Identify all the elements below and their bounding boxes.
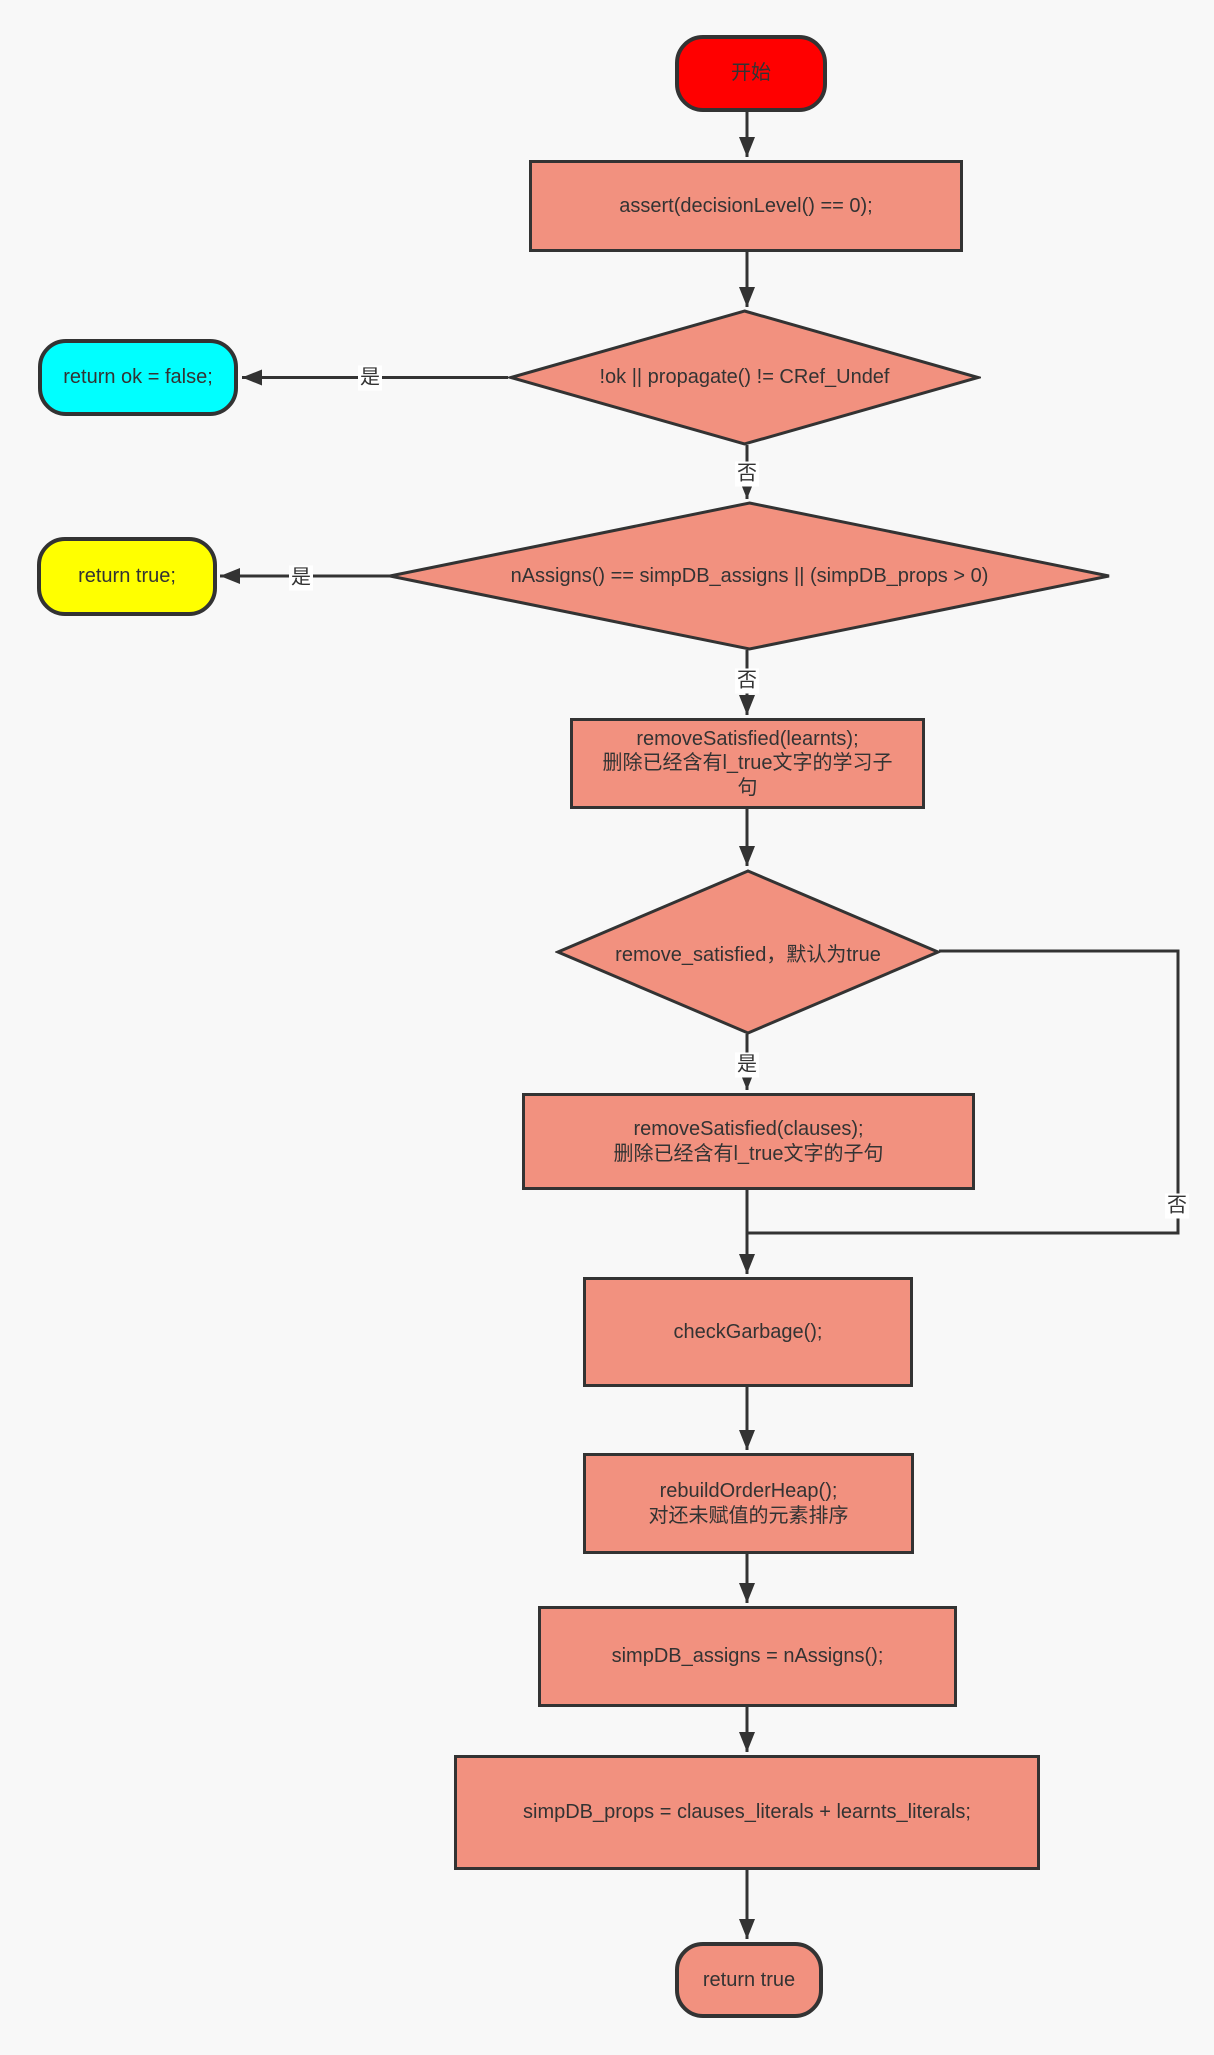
assert-decision-level-node: assert(decisionLevel() == 0); — [529, 160, 963, 252]
simpdb-props-node: simpDB_props = clauses_literals + learnt… — [454, 1755, 1040, 1870]
assert-decision-level-label: assert(decisionLevel() == 0); — [619, 194, 873, 217]
decision-propagate-label: !ok || propagate() != CRef_Undef — [599, 366, 890, 388]
start-label: 开始 — [731, 62, 771, 85]
decision-remove-satisfied-label: remove_satisfied，默认为true — [615, 943, 881, 966]
edge-label-propagate-yes: 是 — [358, 365, 382, 391]
edge-label-propagate-no: 否 — [735, 461, 759, 487]
remove-satisfied-learnts-node: removeSatisfied(learnts); 删除已经含有l_true文字… — [570, 718, 925, 809]
decision-nassigns-shape — [389, 501, 1110, 651]
return-true-early-label: return true; — [78, 565, 176, 588]
remove-satisfied-clauses-node: removeSatisfied(clauses); 删除已经含有l_true文字… — [522, 1093, 975, 1190]
simpdb-assigns-label: simpDB_assigns = nAssigns(); — [611, 1645, 884, 1668]
return-ok-false-node: return ok = false; — [38, 339, 238, 416]
simpdb-assigns-node: simpDB_assigns = nAssigns(); — [538, 1606, 957, 1707]
decision-nassigns-node: nAssigns() == simpDB_assigns || (simpDB_… — [387, 501, 1112, 651]
check-garbage-label: checkGarbage(); — [673, 1320, 823, 1343]
remove-satisfied-clauses-label: removeSatisfied(clauses); 删除已经含有l_true文字… — [613, 1118, 884, 1165]
decision-remove-satisfied-node: remove_satisfied，默认为true — [555, 869, 941, 1035]
edge-label-remove-satisfied-no: 否 — [1165, 1193, 1189, 1219]
simpdb-props-label: simpDB_props = clauses_literals + learnt… — [523, 1801, 971, 1824]
edge-label-remove-satisfied-yes: 是 — [735, 1052, 759, 1078]
edge-label-nassigns-no: 否 — [735, 668, 759, 694]
decision-remove-satisfied-shape — [555, 869, 941, 1035]
start-node: 开始 — [675, 35, 827, 112]
return-true-end-label: return true — [702, 1968, 796, 1991]
decision-nassigns-label: nAssigns() == simpDB_assigns || (simpDB_… — [510, 564, 989, 587]
decision-propagate-node: !ok || propagate() != CRef_Undef — [508, 309, 981, 446]
rebuild-order-heap-node: rebuildOrderHeap(); 对还未赋值的元素排序 — [583, 1453, 914, 1554]
edge-label-nassigns-yes: 是 — [289, 565, 313, 591]
return-true-early-node: return true; — [37, 537, 217, 616]
decision-propagate-shape — [508, 309, 981, 446]
edge-remove-satisfied-no-bypass — [748, 949, 1180, 1235]
return-true-end-node: return true — [675, 1942, 823, 2018]
rebuild-order-heap-label: rebuildOrderHeap(); 对还未赋值的元素排序 — [648, 1480, 849, 1527]
remove-satisfied-learnts-label: removeSatisfied(learnts); 删除已经含有l_true文字… — [602, 727, 893, 799]
check-garbage-node: checkGarbage(); — [583, 1277, 913, 1387]
return-ok-false-label: return ok = false; — [63, 366, 213, 389]
